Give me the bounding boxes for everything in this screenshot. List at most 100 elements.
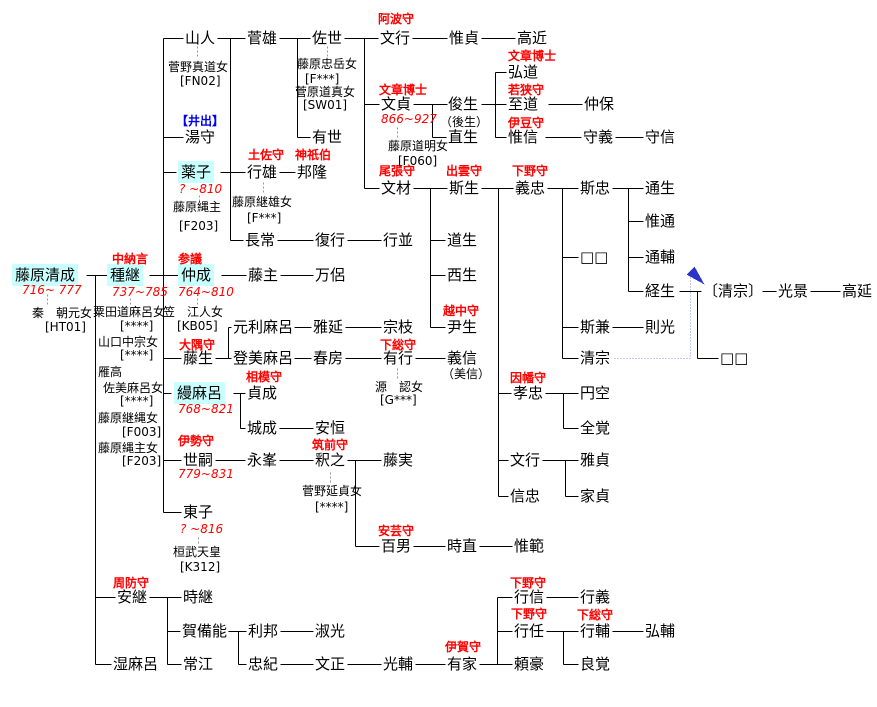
relative-note: 粟田道麻呂女	[93, 305, 166, 319]
person-node: 常江	[183, 655, 214, 673]
person-node: 東子	[183, 503, 214, 521]
office-title-label: 文章博士	[379, 83, 428, 97]
person-node: 斯兼	[580, 318, 611, 336]
reference-code: [FN02]	[180, 74, 221, 88]
office-title-label: 下野守	[512, 164, 549, 178]
office-title-label: 伊勢守	[178, 434, 215, 448]
person-node: 経生	[645, 282, 676, 300]
person-node: 行雄	[247, 163, 278, 181]
person-node: 城成	[247, 419, 278, 437]
person-node: 光景	[778, 282, 809, 300]
person-node: 斯生	[449, 179, 480, 197]
relative-note: 藤原継縄女	[98, 411, 159, 425]
person-node: 宗枝	[383, 318, 414, 336]
person-node: 通輔	[645, 248, 676, 266]
office-title-label: 下野守	[510, 576, 547, 590]
person-node: 行並	[383, 231, 414, 249]
reference-code: [****]	[120, 394, 154, 408]
person-node: 万侶	[315, 266, 346, 284]
person-node: 安恒	[315, 419, 346, 437]
office-title-label: 下総守	[380, 338, 417, 352]
person-node: 行輔	[580, 622, 611, 640]
person-node-highlighted: 薬子	[178, 161, 215, 183]
person-node: 登美麻呂	[233, 349, 294, 367]
person-node: 道生	[447, 231, 478, 249]
person-node: 良覚	[580, 655, 611, 673]
office-title-label: 若狭守	[508, 83, 545, 97]
office-title-label: 神祇伯	[295, 148, 332, 162]
relative-note: 藤原縄主	[173, 200, 222, 214]
relative-note: 桓武天皇	[173, 545, 222, 559]
person-node: 文正	[315, 655, 346, 673]
person-node: 斯忠	[580, 179, 611, 197]
adoption-link-line	[614, 271, 691, 359]
person-node: 百男	[381, 537, 412, 555]
person-node: 惟貞	[449, 29, 480, 47]
person-node: 湯守	[185, 128, 216, 146]
person-node: 〔清宗〕	[703, 282, 764, 300]
person-node: 有家	[447, 655, 478, 673]
person-node: 家貞	[580, 487, 611, 505]
office-title-label: 文章博士	[508, 49, 557, 63]
person-node: 高延	[842, 282, 873, 300]
alias-note: （美信）	[442, 367, 491, 381]
person-node: 行義	[580, 588, 611, 606]
person-node: 行任	[514, 622, 545, 640]
person-node: 賀備能	[182, 622, 228, 640]
relative-note: 藤原縄主女	[98, 441, 159, 455]
reference-code: [HT01]	[45, 320, 86, 334]
person-node: 藤主	[248, 266, 279, 284]
office-title-label: 参議	[178, 252, 203, 266]
person-node: 有世	[312, 128, 343, 146]
office-title-label: 越中守	[443, 304, 480, 318]
person-node: 貞成	[247, 384, 278, 402]
person-node: 光輔	[383, 655, 414, 673]
person-node: 仲保	[584, 95, 615, 113]
person-node: 復行	[315, 231, 346, 249]
person-node: 清宗	[580, 349, 611, 367]
person-node: 則光	[645, 318, 676, 336]
person-node: 有行	[383, 349, 414, 367]
office-title-label: 阿波守	[378, 12, 415, 26]
reference-code: [F203]	[179, 219, 219, 233]
lifespan-label: ? ~810	[179, 182, 223, 196]
reference-code: [****]	[120, 348, 154, 362]
person-node: 忠紀	[248, 655, 279, 673]
person-node: 世嗣	[183, 451, 214, 469]
person-node: 菅雄	[247, 29, 278, 47]
office-title-label: 大隅守	[179, 338, 216, 352]
person-node: 永峯	[247, 451, 278, 469]
office-title-label: 因幡守	[510, 371, 547, 385]
person-node: 信忠	[510, 487, 541, 505]
person-node: 藤実	[383, 451, 414, 469]
person-node: 文行	[380, 29, 411, 47]
person-node: 雅延	[313, 318, 344, 336]
reference-code: [F***]	[305, 72, 340, 86]
relative-note: 佐美麻呂女	[103, 381, 164, 395]
person-node: 守義	[583, 128, 614, 146]
person-node: 惟範	[514, 537, 545, 555]
person-node: 全覚	[580, 419, 611, 437]
person-node: 西生	[447, 266, 478, 284]
person-node: 湿麻呂	[113, 655, 159, 673]
office-title-label: 伊賀守	[445, 640, 482, 654]
person-node: 惟信	[508, 128, 539, 146]
reference-code: [****]	[120, 319, 154, 333]
relative-note: 秦 朝元女	[32, 306, 93, 320]
person-node: 円空	[580, 384, 611, 402]
person-node: 高近	[517, 29, 548, 47]
lifespan-label: 764~810	[178, 285, 234, 299]
office-title-label: 安芸守	[378, 524, 415, 538]
office-title-label: 出雲守	[446, 164, 483, 178]
person-node: 行信	[514, 588, 545, 606]
office-title-label: 筑前守	[312, 438, 349, 452]
lifespan-label: 866~927	[381, 112, 437, 126]
alias-note: （後生）	[440, 115, 489, 129]
adoption-arrow-icon	[686, 266, 705, 285]
person-node: 直生	[448, 128, 479, 146]
office-title-label: 中納言	[112, 252, 149, 266]
person-node-highlighted: 仲成	[178, 264, 215, 286]
person-node: 通生	[645, 179, 676, 197]
person-node: □□	[720, 349, 749, 367]
